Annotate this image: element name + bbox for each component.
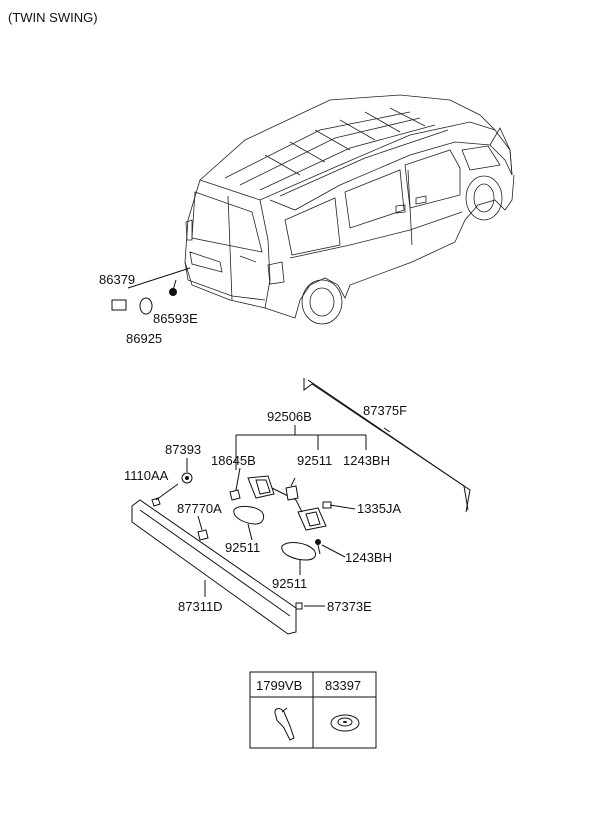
- part-86925-shape: [139, 297, 153, 315]
- lens-92511-left: [233, 505, 265, 525]
- label-92511-right: 92511: [272, 576, 307, 591]
- label-92511-left: 92511: [225, 540, 260, 555]
- screw-1243BH-lower: [315, 539, 321, 555]
- legend-header-83397: 83397: [325, 678, 361, 693]
- label-1243BH-top: 1243BH: [343, 453, 390, 468]
- label-18645B: 18645B: [211, 453, 256, 468]
- label-86379: 86379: [99, 272, 135, 287]
- label-92506B: 92506B: [267, 409, 312, 424]
- clip-87770A: [197, 529, 209, 541]
- bracket-92506B: [235, 425, 367, 470]
- label-1243BH-lower: 1243BH: [345, 550, 392, 565]
- van-illustration: [184, 94, 515, 325]
- label-87311D: 87311D: [178, 599, 223, 614]
- clip-18645B: [229, 489, 241, 501]
- label-86925: 86925: [126, 331, 162, 346]
- bulb-socket: [285, 477, 299, 501]
- cable-tie-icon: [274, 707, 295, 741]
- screw-1110AA: [151, 497, 161, 507]
- nut-87393: [181, 472, 193, 484]
- label-87375F: 87375F: [363, 403, 407, 418]
- grommet-icon: [330, 714, 360, 732]
- label-87393: 87393: [165, 442, 201, 457]
- label-1335JA: 1335JA: [357, 501, 401, 516]
- clip-1335JA: [322, 501, 332, 509]
- label-92511-top: 92511: [297, 453, 332, 468]
- lens-92511-right: [281, 542, 317, 561]
- leader-rear: [127, 267, 191, 289]
- label-87373E: 87373E: [327, 599, 372, 614]
- part-86593E-shape: [169, 279, 177, 296]
- part-87375F-shape: [303, 378, 471, 513]
- license-lamp-right: [295, 499, 327, 531]
- clip-87373E: [295, 602, 303, 610]
- leader-lines: [155, 427, 391, 607]
- garnish-87311D: [131, 499, 297, 635]
- part-86379-shape: [111, 299, 127, 311]
- label-1110AA: 1110AA: [124, 468, 169, 483]
- variant-title: (TWIN SWING): [8, 10, 98, 25]
- legend-header-1799VB: 1799VB: [256, 678, 302, 693]
- label-87770A: 87770A: [177, 501, 222, 516]
- legend-table: 1799VB 83397: [249, 671, 377, 749]
- label-86593E: 86593E: [153, 311, 198, 326]
